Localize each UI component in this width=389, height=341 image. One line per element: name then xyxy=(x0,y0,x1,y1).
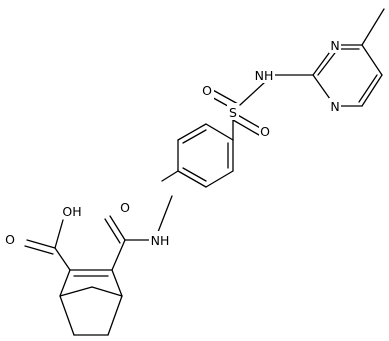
bond-pyrimidine-3-inner xyxy=(358,74,378,103)
bond-benzene-4-inner xyxy=(182,167,207,182)
bond-carbonyl-bicycle xyxy=(111,239,126,271)
atom-s: S xyxy=(229,105,237,120)
bond-ring-cooh xyxy=(54,247,71,271)
bond-bicycle-2 xyxy=(59,269,71,297)
bond-s-o-bottom-a xyxy=(235,113,263,130)
bond-bicycle-6 xyxy=(107,295,123,336)
bond-bicycle-3 xyxy=(111,269,123,297)
bond-methyl xyxy=(361,8,385,46)
bond-benzene-2 xyxy=(177,123,207,141)
bond-cooh-oh xyxy=(54,219,64,249)
bond-s-o-left-a xyxy=(210,88,239,105)
atom-labels: N N NH S O O NH O OH O xyxy=(3,37,341,248)
atom-o-amide: O xyxy=(120,200,130,215)
bond-pyrimidine-2 xyxy=(361,44,383,76)
bond-nh-s xyxy=(239,81,266,106)
bond-benzene-5 xyxy=(205,170,234,188)
bond-amide-co-b xyxy=(104,218,121,244)
atom-nh-sulfonamide: NH xyxy=(255,68,274,83)
bond-s-o-bottom-b xyxy=(232,119,260,136)
bond-amide-link xyxy=(157,195,173,233)
atom-oh-acid: OH xyxy=(62,204,81,219)
atom-o-sulfonyl-bottom: O xyxy=(260,124,270,139)
bond-amide-co-a xyxy=(109,215,126,241)
bond-benzene-4 xyxy=(177,170,207,188)
atom-o-sulfonyl-left: O xyxy=(202,83,212,98)
bonds xyxy=(24,8,385,336)
bond-benzene-1 xyxy=(205,123,234,141)
atom-n-ring-bottom: N xyxy=(330,99,339,114)
bond-benzene-nh xyxy=(161,170,179,182)
bond-bicycle-4 xyxy=(59,295,75,336)
bond-pyrimidine-3 xyxy=(361,74,383,107)
bond-cooh-o-a xyxy=(26,239,56,249)
atom-o-acid: O xyxy=(5,232,15,247)
bond-cooh-o-b xyxy=(24,245,54,255)
atom-n-ring-top: N xyxy=(330,38,339,53)
bond-pyrimidine-6-inner xyxy=(317,48,339,76)
bond-bicycle-bridge-1 xyxy=(59,286,93,297)
atom-nh-amide: NH xyxy=(151,233,170,248)
bond-bicycle-bridge-2 xyxy=(91,286,123,297)
bond-benzene-2-inner xyxy=(182,129,207,144)
